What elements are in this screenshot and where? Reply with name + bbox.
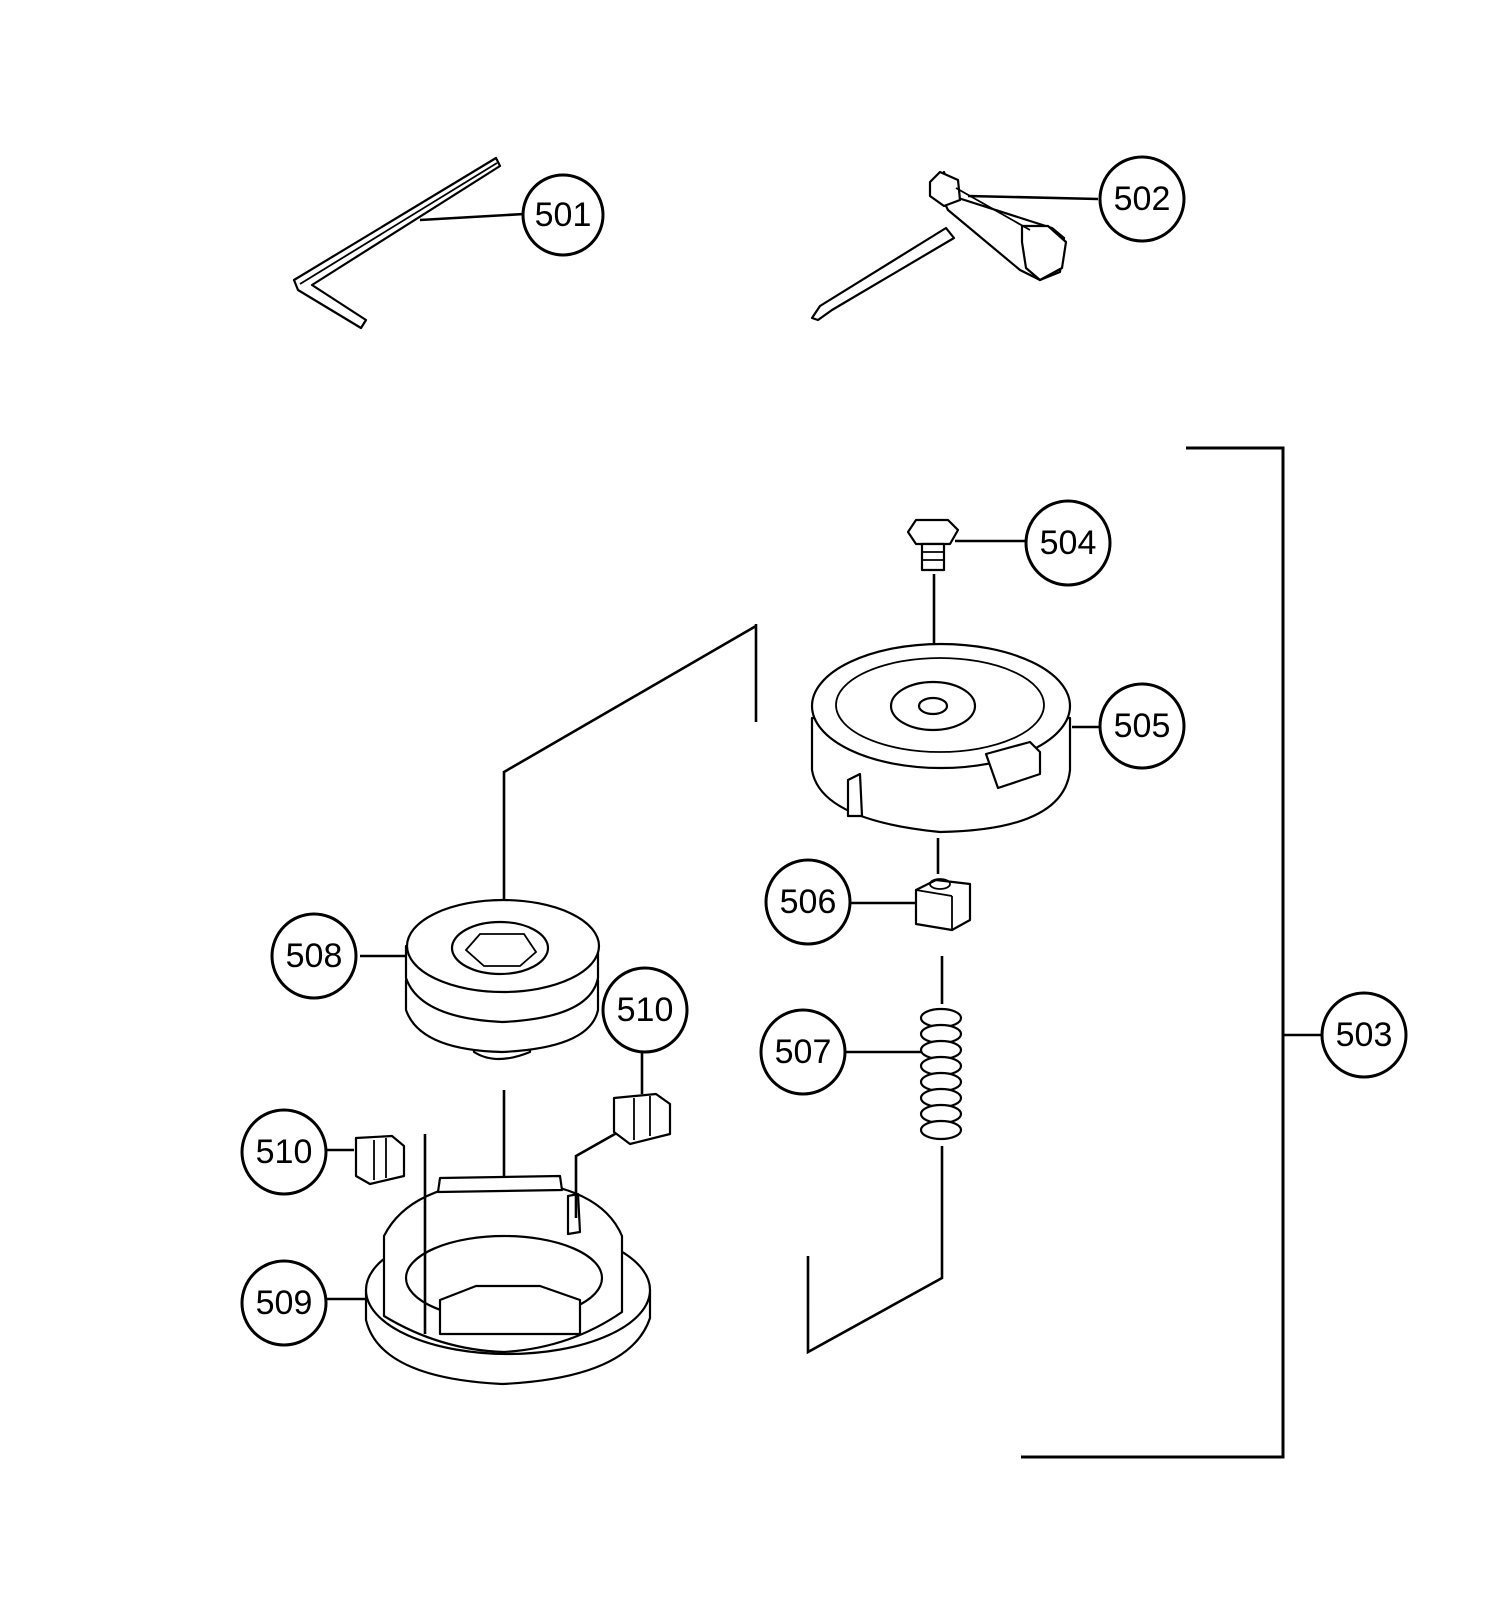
svg-text:506: 506 (780, 883, 837, 921)
callout-503: 503 (1320, 991, 1408, 1079)
eyelet-icon (612, 1092, 672, 1146)
svg-text:504: 504 (1040, 524, 1097, 562)
eyelet-icon (354, 1134, 406, 1186)
hex-key-icon (292, 156, 502, 330)
callout-510-right: 510 (601, 966, 689, 1054)
svg-text:505: 505 (1114, 707, 1171, 745)
callout-501: 501 (521, 173, 605, 257)
callout-508: 508 (270, 912, 358, 1000)
callout-506: 506 (764, 858, 852, 946)
svg-text:510: 510 (256, 1133, 313, 1171)
svg-text:509: 509 (256, 1284, 313, 1322)
svg-text:510: 510 (617, 991, 674, 1029)
nut-icon (914, 878, 972, 932)
bolt-icon (906, 518, 960, 572)
callout-505: 505 (1098, 682, 1186, 770)
svg-text:502: 502 (1114, 180, 1171, 218)
svg-text:507: 507 (775, 1033, 832, 1071)
callout-509: 509 (240, 1259, 328, 1347)
svg-text:508: 508 (286, 937, 343, 975)
line-spool-icon (404, 898, 601, 1061)
spool-cover-icon (810, 642, 1072, 834)
svg-text:501: 501 (535, 196, 592, 234)
callout-507: 507 (759, 1008, 847, 1096)
callout-502: 502 (1098, 155, 1186, 243)
spring-icon (919, 1007, 963, 1141)
svg-text:503: 503 (1336, 1016, 1393, 1054)
callout-504: 504 (1024, 499, 1112, 587)
spool-housing-icon (364, 1174, 652, 1386)
callout-510-left: 510 (240, 1108, 328, 1196)
leader-502 (967, 194, 1099, 201)
assembly-bracket (1021, 446, 1285, 1459)
leader-501 (419, 212, 525, 222)
spark-plug-wrench-icon (810, 170, 1068, 322)
